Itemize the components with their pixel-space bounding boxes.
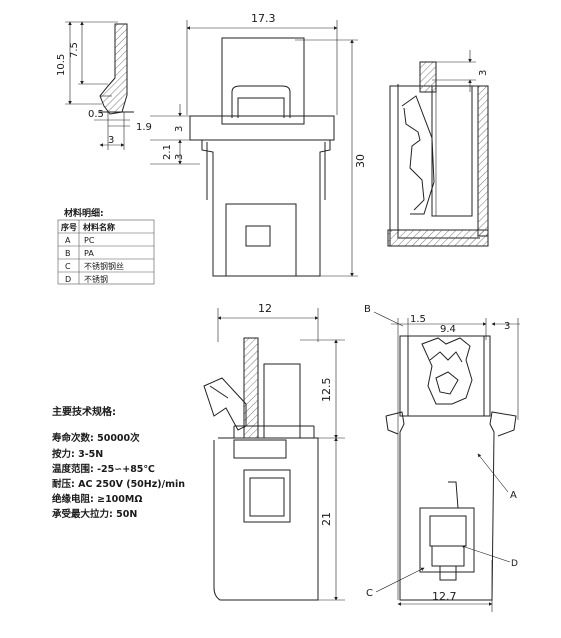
dim-12-5: 12.5 <box>320 378 333 403</box>
spec-line: 寿命次数: 50000次 <box>52 432 140 444</box>
side-view <box>203 308 345 601</box>
dim-12: 12 <box>258 302 272 315</box>
dim-21: 21 <box>320 512 333 526</box>
dim-0-5: 0.5 <box>88 109 104 120</box>
materials-title: 材料明细: <box>63 207 104 219</box>
dim-30: 30 <box>354 154 367 168</box>
spec-line: 温度范围: -25∽+85℃ <box>52 463 155 475</box>
callout-a: A <box>510 490 517 501</box>
spec-line: 按力: 3-5N <box>52 448 103 460</box>
materials-row-no: B <box>65 249 71 258</box>
materials-table: 材料明细: 序号 材料名称 A PC B PA C 不锈钢钢丝 D 不锈钢 <box>57 207 155 285</box>
spec-line: 绝缘电阻: ≥100MΩ <box>52 493 142 505</box>
spec-line: 承受最大拉力: 50N <box>52 508 137 520</box>
dim-3-top-right: 3 <box>478 70 489 76</box>
dim-7-5: 7.5 <box>69 42 80 58</box>
materials-row-name: PA <box>84 249 94 258</box>
callout-b: B <box>364 304 371 315</box>
materials-header-no: 序号 <box>61 222 77 232</box>
dim-3-mid: 3 <box>174 154 185 160</box>
callout-c: C <box>366 588 373 599</box>
callout-d: D <box>511 559 518 569</box>
dim-9-4: 9.4 <box>440 324 456 335</box>
dim-2-1: 2.1 <box>162 144 173 160</box>
materials-row-no: D <box>65 275 71 284</box>
dim-12-7: 12.7 <box>432 590 457 603</box>
spec-line: 耐压: AC 250V (50Hz)/min <box>52 478 185 490</box>
dim-10-5: 10.5 <box>56 54 67 76</box>
front-view <box>150 20 358 277</box>
side-section-view <box>387 50 489 247</box>
technical-specs: 主要技术规格: 寿命次数: 50000次 按力: 3-5N 温度范围: -25∽… <box>52 405 185 520</box>
materials-row-name: 不锈钢钢丝 <box>84 261 124 271</box>
dim-17-3: 17.3 <box>251 12 276 25</box>
detail-profile-view <box>65 21 134 150</box>
dim-3-br: 3 <box>504 321 510 332</box>
materials-row-name: PC <box>84 236 95 245</box>
dim-3-top-left: 3 <box>174 126 185 132</box>
materials-row-no: C <box>65 262 71 271</box>
dim-1-9: 1.9 <box>136 122 152 133</box>
dim-1-5: 1.5 <box>410 314 426 325</box>
materials-header-name: 材料名称 <box>83 222 115 232</box>
materials-row-no: A <box>65 236 71 245</box>
specs-title: 主要技术规格: <box>52 405 116 418</box>
dim-3-small: 3 <box>108 135 114 146</box>
materials-row-name: 不锈钢 <box>84 274 108 284</box>
rear-view <box>373 311 520 612</box>
